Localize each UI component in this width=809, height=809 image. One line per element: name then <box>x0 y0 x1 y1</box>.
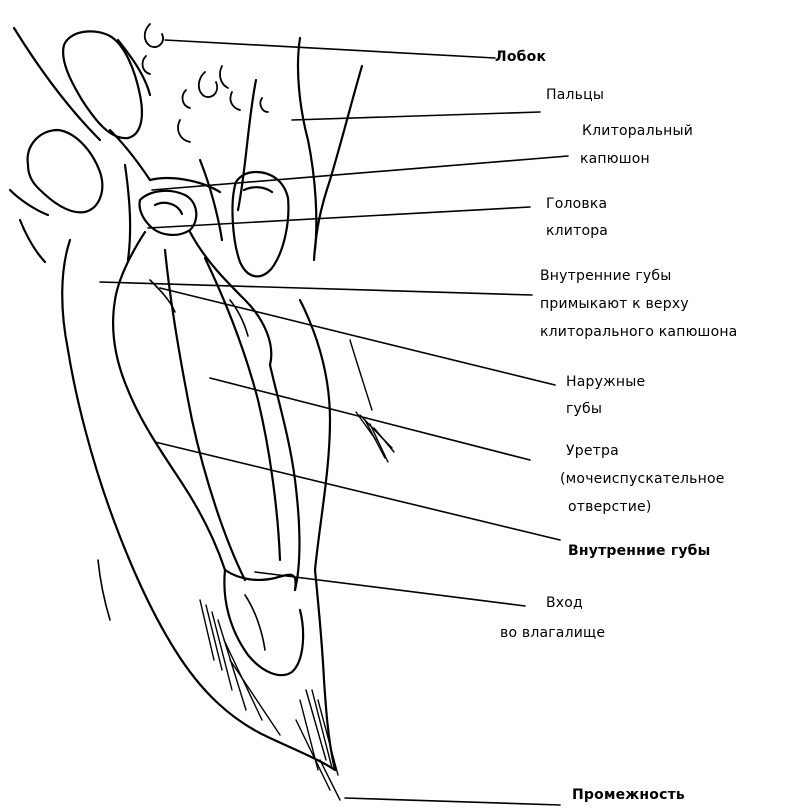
label-vaginal-entrance-2: во влагалище <box>500 624 605 642</box>
label-inner-lips: Внутренние губы <box>568 542 711 560</box>
label-fingers: Пальцы <box>546 86 604 104</box>
label-pubis: Лобок <box>495 48 546 66</box>
label-perineum: Промежность <box>572 786 685 804</box>
label-outer-lips-2: губы <box>566 400 602 418</box>
label-urethra-2: (мочеиспускательное <box>560 470 725 488</box>
outer-labia <box>62 240 335 770</box>
clitoral-hood <box>110 130 222 260</box>
label-clitoral-hood-1: Клиторальный <box>582 122 693 140</box>
label-inner-lips-top-2: примыкают к верху <box>540 295 689 313</box>
label-inner-lips-top-3: клиторального капюшона <box>540 323 737 341</box>
upper-left-finger <box>14 28 150 140</box>
label-urethra-1: Уретра <box>566 442 619 460</box>
label-vaginal-entrance-1: Вход <box>546 594 583 612</box>
shading <box>200 340 394 800</box>
label-clitoral-hood-2: капюшон <box>580 150 650 168</box>
label-glans-2: клитора <box>546 222 608 240</box>
label-outer-lips-1: Наружные <box>566 373 645 391</box>
lower-left-finger <box>10 130 102 262</box>
right-fingers <box>233 38 362 276</box>
label-inner-lips-top-1: Внутренние губы <box>540 267 672 285</box>
vaginal-opening <box>224 570 303 675</box>
label-glans-1: Головка <box>546 195 607 213</box>
label-urethra-3: отверстие) <box>568 498 652 516</box>
leader-lines <box>100 40 568 805</box>
